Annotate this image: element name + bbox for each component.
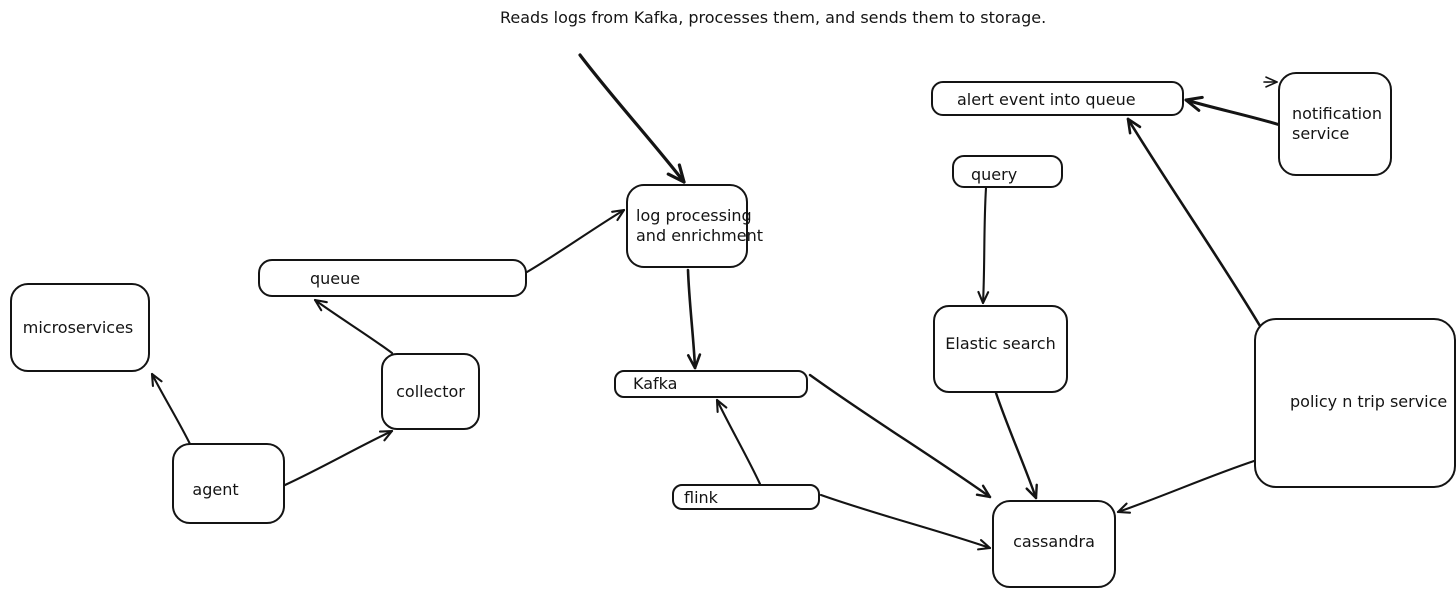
node-label-cassandra: cassandra	[1013, 532, 1095, 552]
edge-policy-service-to-alert-event	[1126, 117, 1262, 328]
edge-policy-service-to-cassandra	[1116, 459, 1256, 514]
node-label-flink: flink	[684, 488, 718, 508]
diagram-title: Reads logs from Kafka, processes them, a…	[500, 8, 1047, 27]
node-flink[interactable]: flink	[672, 484, 820, 510]
node-notification-service[interactable]: notification service	[1278, 72, 1392, 176]
node-alert-event-into-queue[interactable]: alert event into queue	[931, 81, 1184, 116]
edge-title-to-log-processing	[578, 53, 686, 184]
node-collector[interactable]: collector	[381, 353, 480, 430]
node-label-collector: collector	[396, 381, 465, 401]
node-cassandra[interactable]: cassandra	[992, 500, 1116, 588]
node-kafka[interactable]: Kafka	[614, 370, 808, 398]
edge-notification-service-to-alert-event	[1184, 95, 1282, 127]
node-label-policy-n-trip-service: policy n trip service	[1290, 392, 1448, 412]
edge-flink-to-kafka	[715, 398, 762, 486]
edge-query-to-elastic-search	[977, 186, 990, 305]
node-agent[interactable]: agent	[172, 443, 285, 524]
node-label-log-processing-and-enrichment: log processing and enrichment	[636, 206, 763, 245]
node-log-processing-and-enrichment[interactable]: log processing and enrichment	[626, 184, 763, 268]
node-label-queue: queue	[310, 269, 361, 289]
node-label-microservices: microservices	[22, 317, 134, 337]
edge-log-processing-to-kafka	[686, 268, 702, 370]
edge-flink-to-cassandra	[819, 493, 992, 551]
node-queue[interactable]: queue	[258, 259, 527, 297]
node-label-notification-service: notification service	[1292, 104, 1382, 143]
node-label-alert-event-into-queue: alert event into queue	[957, 89, 1136, 109]
node-label-query: query	[971, 164, 1018, 184]
node-query[interactable]: query	[952, 155, 1063, 188]
edge-collector-to-queue	[313, 298, 394, 355]
edge-kafka-to-cassandra	[808, 373, 992, 499]
node-microservices[interactable]: microservices	[10, 283, 150, 372]
node-elastic-search[interactable]: Elastic search	[933, 305, 1068, 393]
edge-agent-to-microservices	[150, 372, 192, 446]
edge-queue-to-log-processing	[525, 208, 626, 274]
node-label-kafka: Kafka	[633, 374, 678, 394]
edge-inbound-stub-to-notification-service	[1263, 76, 1278, 88]
node-policy-n-trip-service[interactable]: policy n trip service	[1254, 318, 1456, 488]
edge-elastic-search-to-cassandra	[994, 391, 1038, 500]
edge-agent-to-collector	[283, 429, 394, 487]
node-label-elastic-search: Elastic search	[945, 334, 1056, 354]
node-label-agent: agent	[192, 479, 239, 499]
